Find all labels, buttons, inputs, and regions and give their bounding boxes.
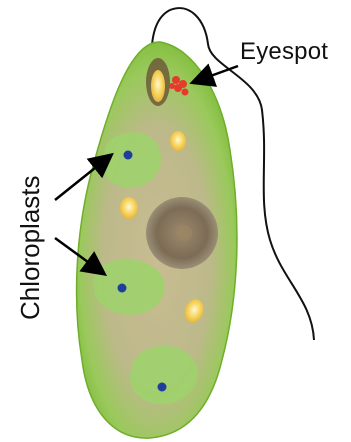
paramylon-granule	[120, 197, 138, 219]
nucleolus	[176, 225, 192, 241]
pyrenoid	[158, 383, 167, 392]
chloroplasts-label: Chloroplasts	[15, 150, 46, 320]
pyrenoid	[118, 284, 127, 293]
eyespot-label: Eyespot	[240, 38, 328, 66]
pyrenoid	[124, 151, 133, 160]
paramylon-granule	[170, 131, 186, 151]
reservoir-highlight	[151, 70, 165, 102]
